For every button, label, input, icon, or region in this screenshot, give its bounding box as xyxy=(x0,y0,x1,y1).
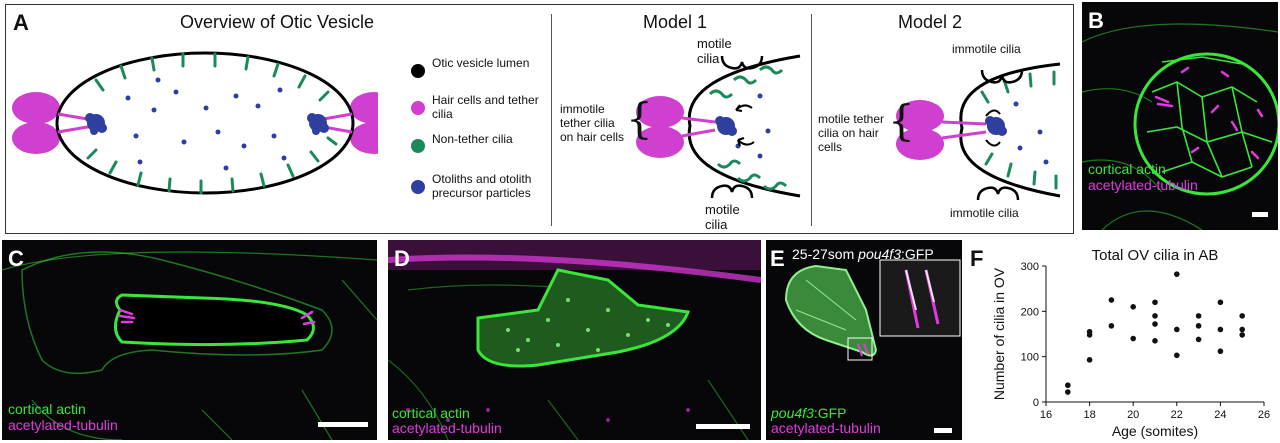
data-point xyxy=(1152,321,1158,327)
x-tick-label: 16 xyxy=(1040,409,1052,421)
panel-e-title: 25-27som pou4f3:GFP xyxy=(792,246,934,262)
panel-e-image xyxy=(766,240,962,440)
panel-e-stain2: acetylated-tubulin xyxy=(771,420,881,436)
data-point xyxy=(1130,304,1136,310)
data-point xyxy=(1174,271,1180,277)
m1-brace-left: { xyxy=(626,94,653,143)
panel-b-scale-bar xyxy=(1252,212,1268,217)
legend-swatch-hair xyxy=(411,101,425,115)
data-point xyxy=(1217,348,1224,355)
m1-immotile: immotile tether cilia on hair cells xyxy=(560,102,625,144)
panel-e-scale-bar xyxy=(934,428,952,433)
model2-title: Model 2 xyxy=(898,12,963,32)
panel-e-label: E xyxy=(770,246,785,271)
legend-text-hair: Hair cells and tether cilia xyxy=(432,93,539,121)
x-tick-label: 24 xyxy=(1214,409,1226,421)
panel-d-label: D xyxy=(394,246,410,271)
panel-e-title-suffix: :GFP xyxy=(900,246,934,262)
non-tether-cilia xyxy=(86,52,338,195)
panel-e-stain1: pou4f3:GFP xyxy=(771,406,847,421)
x-axis-label: Age (somites) xyxy=(1112,423,1198,439)
legend-swatch-lumen xyxy=(411,64,425,78)
panel-c-image xyxy=(2,240,377,440)
y-axis-label: Number of cilia in OV xyxy=(991,267,1007,400)
hair-cell-left-top xyxy=(12,92,60,124)
data-point xyxy=(1174,352,1180,359)
data-point xyxy=(1152,338,1158,344)
panel-c-label: C xyxy=(8,246,24,271)
hair-cell-right-top xyxy=(350,92,378,124)
data-point xyxy=(1217,326,1224,333)
otic-vesicle-diagram xyxy=(12,51,378,195)
panel-e-title-prefix: 25-27som xyxy=(792,246,859,262)
cilia-scatter-chart: Total OV cilia in AB 16 18 20 22 24 26 0 100 200 3… xyxy=(991,247,1270,439)
data-point xyxy=(1195,323,1202,329)
m1-motile-bottom: motile cilia xyxy=(705,202,740,232)
legend-swatch-cilia xyxy=(411,139,425,153)
data-point xyxy=(1108,297,1115,303)
legend-text-cilia: Non-tether cilia xyxy=(432,132,513,146)
panel-b-label: B xyxy=(1088,8,1104,33)
data-point xyxy=(1239,326,1245,333)
data-point xyxy=(1086,357,1093,363)
data-point xyxy=(1152,299,1158,306)
data-point xyxy=(1239,332,1245,338)
x-tick-label: 22 xyxy=(1171,409,1183,421)
divider-2 xyxy=(811,14,812,226)
legend-text-otolith: Otoliths and otolith precursor particles xyxy=(432,172,532,200)
panel-d-scale-bar xyxy=(696,424,750,429)
panel-b-stain1: cortical actin xyxy=(1088,161,1166,177)
data-point xyxy=(1174,326,1180,333)
x-tick-label: 18 xyxy=(1083,409,1095,421)
legend: Otic vesicle lumen Hair cells and tether… xyxy=(383,52,543,222)
model2-diagram xyxy=(896,62,1061,201)
y-tick-label: 200 xyxy=(1021,306,1039,318)
panel-a-frame xyxy=(5,4,1074,234)
y-tick-label: 300 xyxy=(1021,261,1039,273)
panel-c-stain2: acetylated-tubulin xyxy=(8,417,118,433)
panel-c-scale-bar xyxy=(318,422,368,427)
panel-d-stain2: acetylated-tubulin xyxy=(392,420,502,436)
y-tick-label: 0 xyxy=(1033,397,1039,409)
otoliths xyxy=(85,77,329,171)
hair-cell-right-bottom xyxy=(350,122,378,154)
data-point xyxy=(1065,389,1071,395)
legend-swatch-otolith xyxy=(411,180,425,194)
divider-1 xyxy=(551,14,552,226)
model1-diagram xyxy=(636,54,801,199)
data-point xyxy=(1239,313,1245,319)
data-point xyxy=(1217,299,1224,306)
m2-immotile-top: immotile cilia xyxy=(952,42,1021,56)
hair-cell-left-bottom xyxy=(12,122,60,154)
panel-a-label: A xyxy=(13,10,29,35)
data-point xyxy=(1130,335,1136,342)
panel-d-stain1: cortical actin xyxy=(392,405,470,421)
data-point xyxy=(1086,332,1093,338)
m1-motile-top: motile cilia xyxy=(697,36,732,66)
m2-motile-tether: motile tether cilia on hair cells xyxy=(818,112,885,154)
panel-f-label: F xyxy=(970,246,984,271)
panel-b-image xyxy=(1082,2,1278,230)
data-point xyxy=(1195,313,1202,319)
panel-e-title-gene: pou4f3 xyxy=(858,246,901,262)
x-tick-label: 26 xyxy=(1258,409,1270,421)
legend-text-lumen: Otic vesicle lumen xyxy=(432,56,530,70)
panel-e-stain1-gene: pou4f3 xyxy=(771,405,814,421)
y-tick-label: 100 xyxy=(1021,352,1039,364)
panel-c-stain1: cortical actin xyxy=(8,401,86,417)
overview-title: Overview of Otic Vesicle xyxy=(180,12,375,32)
m2-immotile-bottom: immotile cilia xyxy=(950,206,1019,220)
data-point xyxy=(1152,313,1158,319)
panel-e-stain1-suffix: :GFP xyxy=(813,405,847,421)
x-tick-label: 20 xyxy=(1127,409,1139,421)
data-point xyxy=(1195,336,1202,343)
model1-title: Model 1 xyxy=(643,12,708,32)
panel-b-stain2: acetylated-tubulin xyxy=(1088,177,1198,193)
panel-d-image xyxy=(388,240,761,440)
chart-title: Total OV cilia in AB xyxy=(1092,247,1219,264)
data-point xyxy=(1065,382,1071,389)
data-point xyxy=(1108,323,1115,329)
m2-brace-left: { xyxy=(888,96,915,145)
